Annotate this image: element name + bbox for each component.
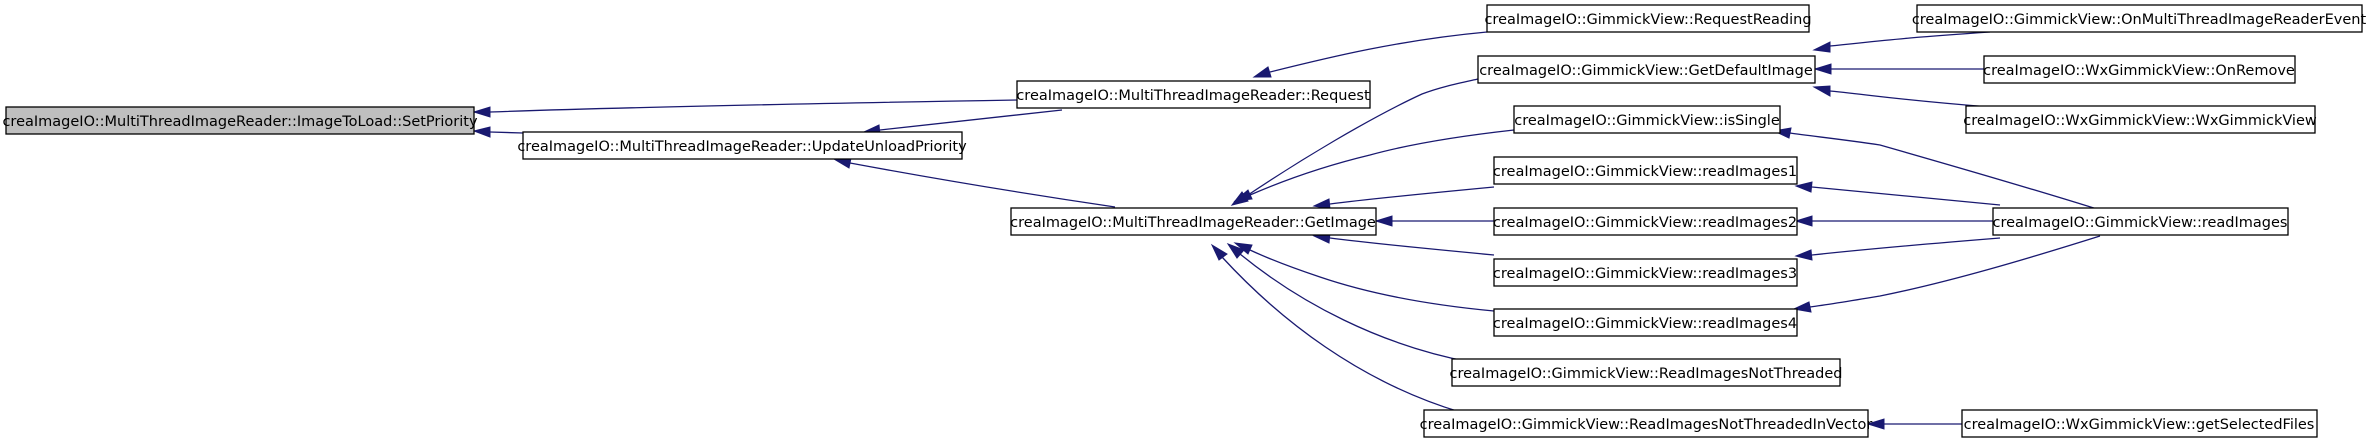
node-updateunloadpriority[interactable]: creaImageIO::MultiThreadImageReader::Upd… <box>517 131 967 160</box>
arrowhead-icon <box>1812 85 1831 97</box>
node-label: creaImageIO::WxGimmickView::WxGimmickVie… <box>1963 113 2317 129</box>
edge-wxgimmickview-to-getdefaultimage <box>1829 90 1991 108</box>
node-onremove[interactable]: creaImageIO::WxGimmickView::OnRemove <box>1983 55 2296 84</box>
arrowhead-icon <box>1374 215 1393 227</box>
arrowhead-icon <box>1233 242 1253 255</box>
node-label: creaImageIO::GimmickView::ReadImagesNotT… <box>1450 366 1843 382</box>
edge-onmultithreadimagereaderevent-to-getdefaultimage <box>1829 31 1991 47</box>
edge-issingle-to-getimage <box>1249 129 1515 196</box>
node-issingle[interactable]: creaImageIO::GimmickView::isSingle <box>1513 105 1781 134</box>
node-label: creaImageIO::GimmickView::readImages <box>1993 215 2288 231</box>
edge-request-to-updateunloadpriority <box>879 109 1063 131</box>
arrowhead-icon <box>1226 243 1245 259</box>
arrowhead-icon <box>1210 243 1228 261</box>
node-label: creaImageIO::GimmickView::isSingle <box>1514 113 1780 129</box>
arrowhead-icon <box>1794 181 1813 193</box>
node-readimages[interactable]: creaImageIO::GimmickView::readImages <box>1992 207 2289 236</box>
node-label: creaImageIO::GimmickView::GetDefaultImag… <box>1479 63 1813 79</box>
arrowhead-icon <box>1794 249 1813 261</box>
node-label: creaImageIO::WxGimmickView::getSelectedF… <box>1964 417 2315 433</box>
node-label: creaImageIO::GimmickView::readImages2 <box>1493 215 1797 231</box>
edge-readimages3-to-getimage <box>1329 237 1495 256</box>
edge-readimages-to-readimages1 <box>1811 186 2001 206</box>
node-wxgimmickview[interactable]: creaImageIO::WxGimmickView::WxGimmickVie… <box>1963 105 2317 134</box>
node-readimages2[interactable]: creaImageIO::GimmickView::readImages2 <box>1493 207 1798 236</box>
node-label: creaImageIO::GimmickView::readImages1 <box>1493 164 1797 180</box>
node-label: creaImageIO::GimmickView::RequestReading <box>1484 12 1811 28</box>
edge-request-to-setpriority <box>489 99 1018 113</box>
edge-readimages4-to-getimage <box>1249 249 1495 312</box>
edge-getdefaultimage-to-getimage <box>1244 78 1479 198</box>
node-request[interactable]: creaImageIO::MultiThreadImageReader::Req… <box>1016 80 1371 109</box>
edge-requestreading-to-request <box>1269 31 1488 73</box>
node-label: creaImageIO::GimmickView::readImages4 <box>1493 316 1797 332</box>
node-readimages3[interactable]: creaImageIO::GimmickView::readImages3 <box>1493 258 1798 287</box>
node-onmultithreadimagereaderevent[interactable]: creaImageIO::GimmickView::OnMultiThreadI… <box>1912 4 2367 33</box>
arrowhead-icon <box>1252 66 1272 78</box>
node-readimages4[interactable]: creaImageIO::GimmickView::readImages4 <box>1493 308 1798 337</box>
arrowhead-icon <box>472 126 491 138</box>
arrowhead-icon <box>1794 215 1813 227</box>
node-getimage[interactable]: creaImageIO::MultiThreadImageReader::Get… <box>1010 207 1377 236</box>
edge-updateunloadpriority-to-setpriority <box>489 131 524 134</box>
edge-readimages-to-readimages4 <box>1809 235 2101 308</box>
edge-readimagesnotthreadedinvector-to-getimage <box>1221 256 1461 413</box>
arrowhead-icon <box>1812 41 1831 53</box>
node-label: creaImageIO::MultiThreadImageReader::Get… <box>1010 215 1376 231</box>
node-getselectedfiles[interactable]: creaImageIO::WxGimmickView::getSelectedF… <box>1961 409 2318 438</box>
edge-readimagesnotthreaded-to-getimage <box>1239 253 1471 363</box>
edge-getimage-to-updateunloadpriority <box>849 162 1116 208</box>
node-readimagesnotthreadedinvector[interactable]: creaImageIO::GimmickView::ReadImagesNotT… <box>1420 409 1873 438</box>
edge-readimages-to-issingle <box>1789 132 2101 211</box>
arrowhead-icon <box>1233 189 1253 202</box>
nodes: creaImageIO::MultiThreadImageReader::Ima… <box>2 4 2367 438</box>
arrowhead-icon <box>472 106 491 118</box>
node-label: creaImageIO::MultiThreadImageReader::Req… <box>1016 88 1370 104</box>
node-setpriority[interactable]: creaImageIO::MultiThreadImageReader::Ima… <box>2 106 478 135</box>
arrowhead-icon <box>1792 301 1812 313</box>
edge-readimages-to-readimages3 <box>1811 237 2001 256</box>
node-label: creaImageIO::MultiThreadImageReader::Ima… <box>2 114 477 130</box>
node-label: creaImageIO::GimmickView::ReadImagesNotT… <box>1420 417 1873 433</box>
node-label: creaImageIO::WxGimmickView::OnRemove <box>1983 63 2295 79</box>
arrowhead-icon <box>1866 418 1885 430</box>
node-label: creaImageIO::GimmickView::readImages3 <box>1493 266 1797 282</box>
edge-readimages1-to-getimage <box>1329 186 1495 205</box>
arrowhead-icon <box>1813 63 1832 75</box>
node-requestreading[interactable]: creaImageIO::GimmickView::RequestReading <box>1484 4 1812 33</box>
node-readimages1[interactable]: creaImageIO::GimmickView::readImages1 <box>1493 156 1798 185</box>
node-label: creaImageIO::GimmickView::OnMultiThreadI… <box>1912 12 2367 28</box>
node-getdefaultimage[interactable]: creaImageIO::GimmickView::GetDefaultImag… <box>1477 55 1816 84</box>
node-readimagesnotthreaded[interactable]: creaImageIO::GimmickView::ReadImagesNotT… <box>1450 358 1843 387</box>
node-label: creaImageIO::MultiThreadImageReader::Upd… <box>517 139 967 155</box>
